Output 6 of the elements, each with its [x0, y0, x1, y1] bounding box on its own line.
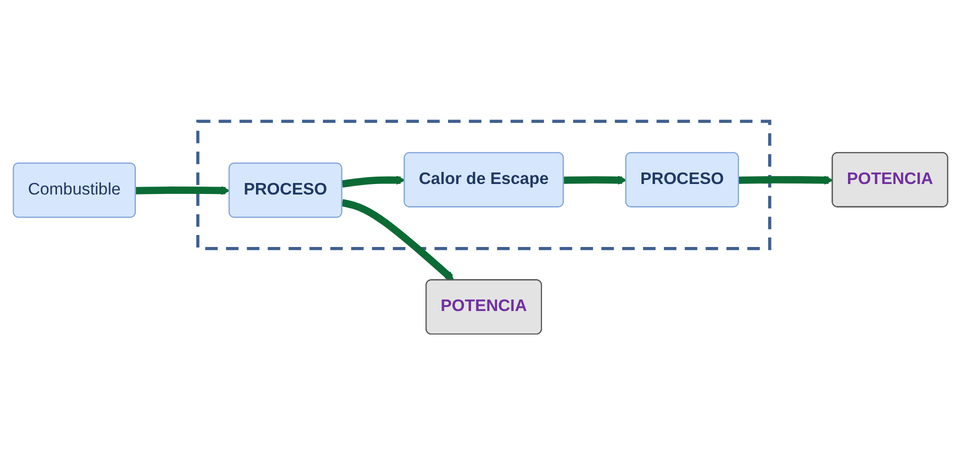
arrow: [342, 198, 454, 281]
arrow: [136, 186, 230, 195]
arrow: [342, 175, 406, 188]
arrow: [738, 175, 834, 184]
arrow: [564, 175, 627, 184]
cluster: [196, 120, 772, 250]
